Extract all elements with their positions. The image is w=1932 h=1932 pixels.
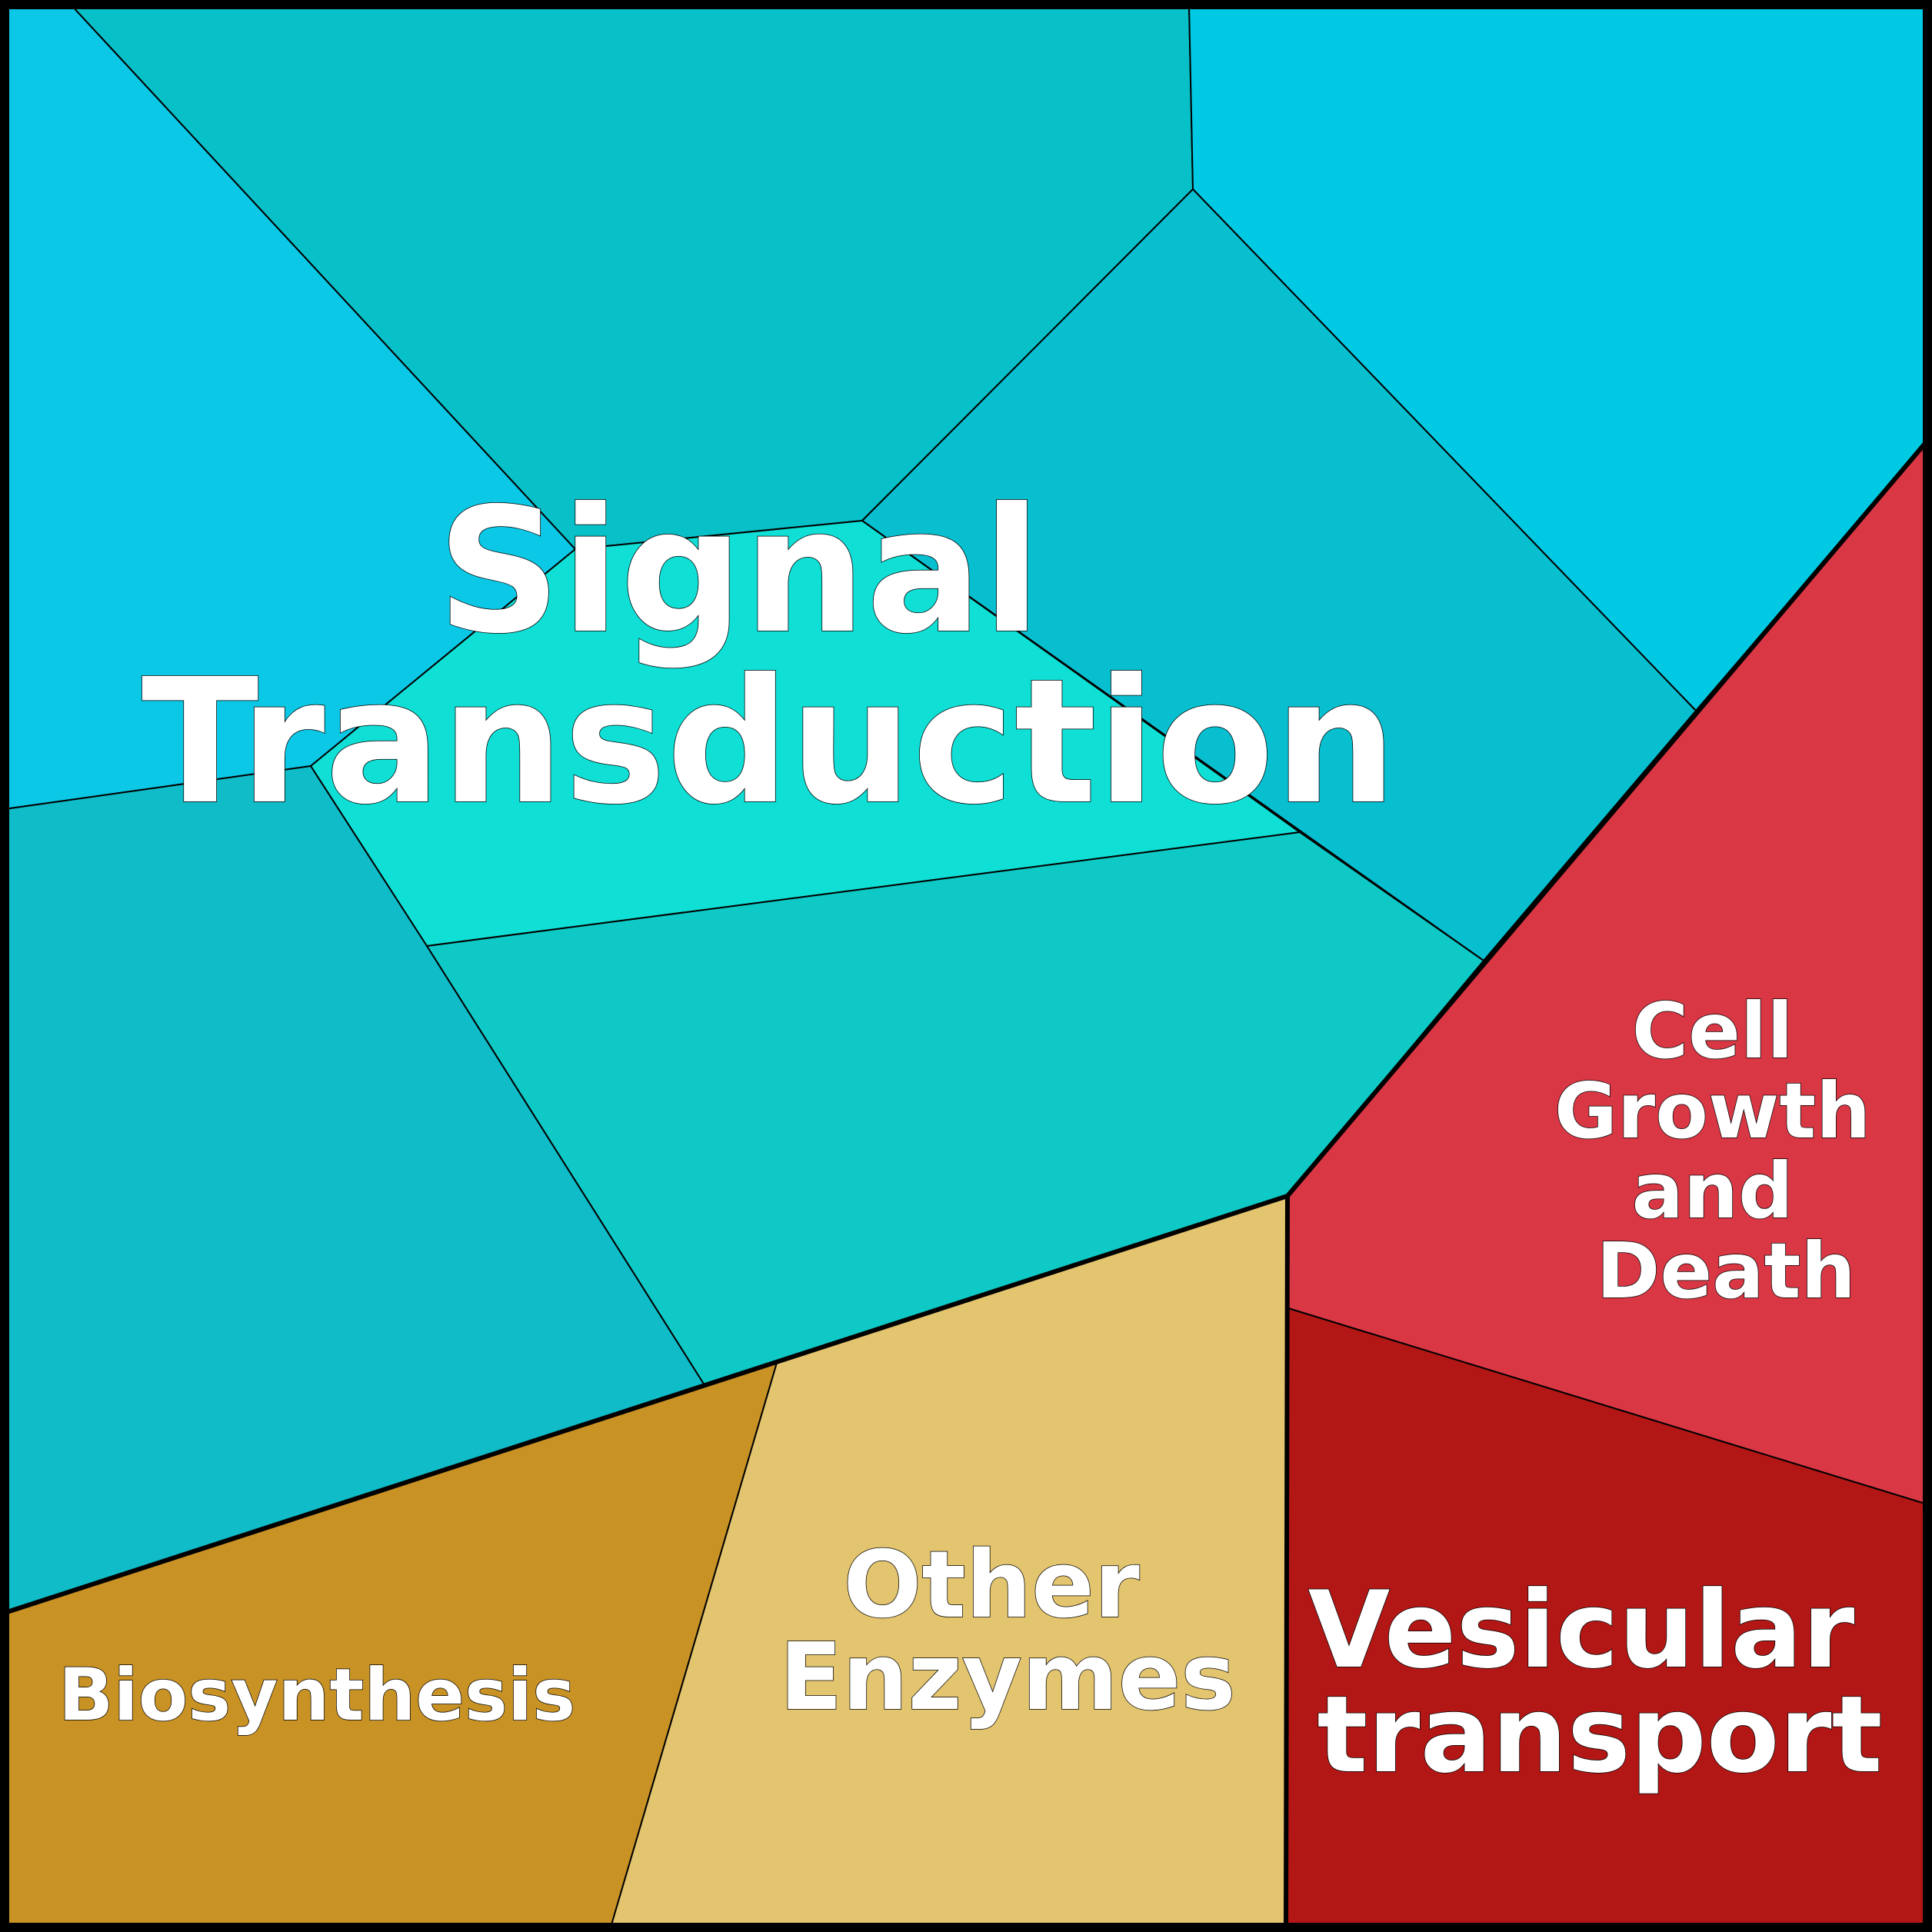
signal-label-line-2: Transduction (142, 641, 1397, 842)
cells-layer (4, 4, 1928, 1928)
cell-growth-and-death-label: Cell Growth and Death (1554, 986, 1897, 1316)
vesicular-label-line-1: Vesicular (1308, 1568, 1855, 1692)
vesicular-label-line-2: transport (1317, 1673, 1882, 1797)
biosynthesis-label: Biosynthesis (58, 1654, 575, 1737)
growth-label-line-4: Death (1596, 1226, 1855, 1316)
labels-layer: Signal Transduction Cell Growth and Deat… (58, 470, 1897, 1797)
growth-label-line-1: Cell (1632, 986, 1794, 1076)
other-enzymes-label: Other Enzymes (779, 1532, 1235, 1731)
signal-label-line-1: Signal (437, 471, 1041, 671)
enzymes-label-line-1: Other (843, 1532, 1139, 1639)
enzymes-label-line-2: Enzymes (779, 1624, 1235, 1731)
growth-label-line-3: and (1631, 1146, 1793, 1236)
growth-label-line-2: Growth (1554, 1066, 1870, 1156)
vesicular-transport-label: Vesicular transport (1308, 1568, 1892, 1797)
growth-enzymes-border (1284, 1194, 1290, 1930)
signal-transduction-label: Signal Transduction (142, 471, 1397, 842)
